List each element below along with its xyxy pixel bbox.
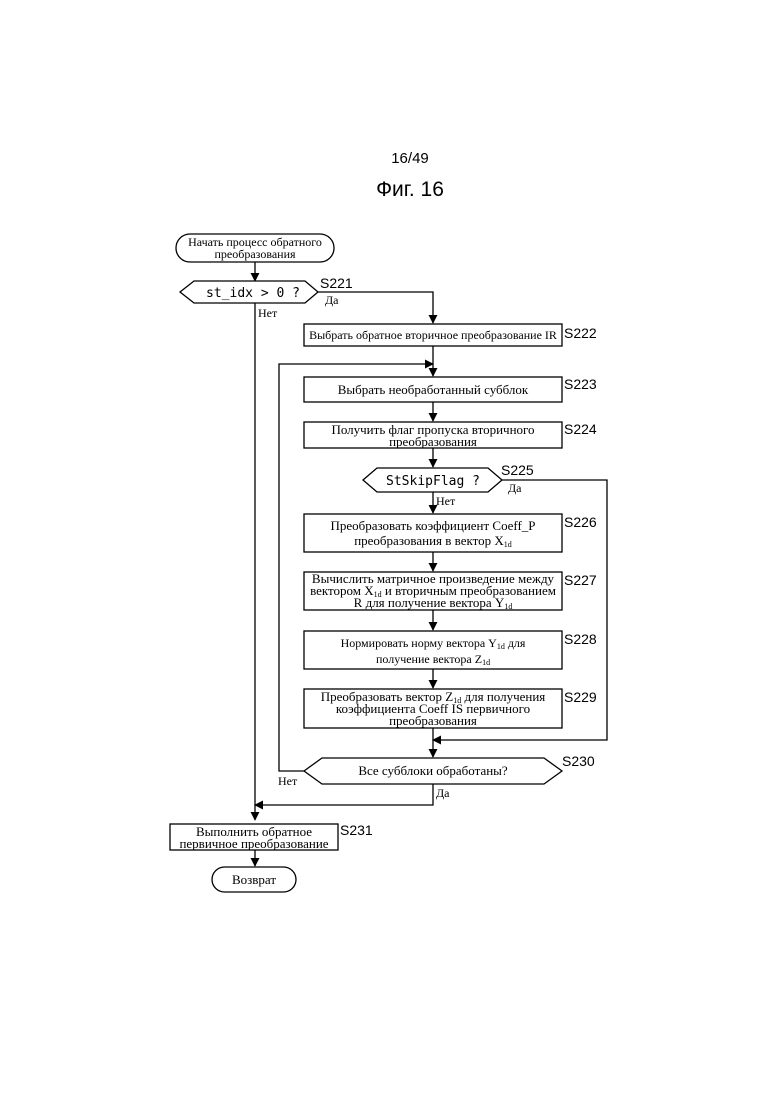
process-s222: Выбрать обратное вторичное преобразовани…: [304, 324, 597, 346]
end-terminator: Возврат: [212, 867, 296, 892]
decision-s225-text: StSkipFlag ?: [386, 474, 480, 489]
s224-text-line2: преобразования: [389, 434, 477, 449]
process-s224: Получить флаг пропуска вторичного преобр…: [304, 421, 597, 449]
s222-text: Выбрать обратное вторичное преобразовани…: [309, 328, 557, 342]
s225-yes-label: Да: [508, 481, 522, 495]
s226-text-line2: преобразования в вектор X1d: [354, 533, 512, 549]
s223-text: Выбрать необработанный субблок: [338, 382, 529, 397]
step-label-s223: S223: [564, 376, 597, 392]
step-label-s226: S226: [564, 514, 597, 530]
step-label-s222: S222: [564, 325, 597, 341]
start-text-line2: преобразования: [214, 247, 296, 261]
s221-yes-label: Да: [325, 293, 339, 307]
decision-s221: st_idx > 0 ? S221 Да Нет: [180, 275, 353, 320]
figure-title: Фиг. 16: [376, 178, 444, 201]
process-s227: Вычислить матричное произведение между в…: [304, 571, 597, 611]
step-label-s228: S228: [564, 631, 597, 647]
s230-no-label: Нет: [278, 774, 298, 788]
decision-s230-text: Все субблоки обработаны?: [358, 763, 508, 778]
process-s231: Выполнить обратное первичное преобразова…: [170, 822, 373, 851]
step-label-s227: S227: [564, 572, 597, 588]
step-label-s221: S221: [320, 275, 353, 291]
s229-text-line3: преобразования: [389, 713, 477, 728]
process-s229: Преобразовать вектор Z1d для получения к…: [304, 689, 597, 728]
s226-text-line1: Преобразовать коэффициент Coeff_P: [330, 518, 535, 533]
process-s226: Преобразовать коэффициент Coeff_P преобр…: [304, 514, 597, 552]
s228-text-line2: получение вектора Z1d: [376, 652, 490, 667]
step-label-s225: S225: [501, 462, 534, 478]
step-label-s229: S229: [564, 689, 597, 705]
end-text: Возврат: [232, 872, 276, 887]
step-label-s230: S230: [562, 753, 595, 769]
decision-s221-text: st_idx > 0 ?: [206, 286, 300, 301]
page-number: 16/49: [391, 150, 429, 167]
process-s223: Выбрать необработанный субблок S223: [304, 376, 597, 402]
step-label-s231: S231: [340, 822, 373, 838]
decision-s225: StSkipFlag ? S225 Да Нет: [363, 462, 534, 508]
step-label-s224: S224: [564, 421, 597, 437]
start-terminator: Начать процесс обратного преобразования: [176, 234, 334, 262]
s231-text-line2: первичное преобразование: [179, 836, 328, 851]
s225-no-label: Нет: [436, 494, 456, 508]
s221-no-label: Нет: [258, 306, 278, 320]
decision-s230: Все субблоки обработаны? S230 Да Нет: [278, 753, 595, 800]
s227-text-line3: R для получение вектора Y1d: [354, 595, 513, 611]
s230-yes-label: Да: [436, 786, 450, 800]
process-s228: Нормировать норму вектора Y1d для получе…: [304, 631, 597, 669]
